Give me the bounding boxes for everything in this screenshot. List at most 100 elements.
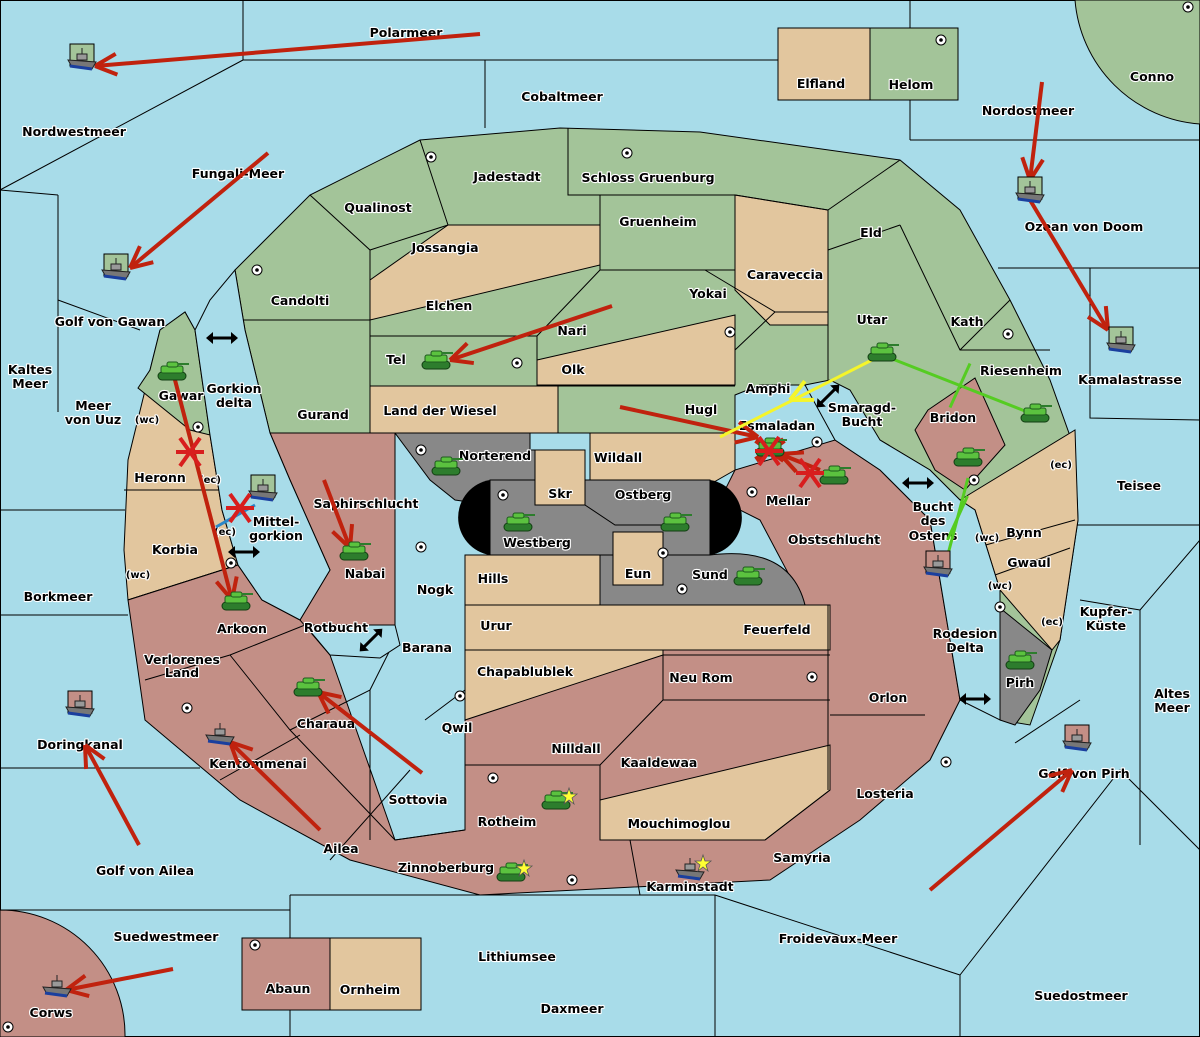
region-label: Kaaldewaa <box>621 755 698 770</box>
army-tank-icon[interactable] <box>339 541 371 561</box>
region-label: Helom <box>889 77 934 92</box>
fleet-ship-icon[interactable] <box>101 253 131 281</box>
region-labels: PolarmeerCobaltmeerNordwestmeerFungali-M… <box>7 24 1192 1021</box>
army-tank-icon[interactable] <box>293 677 325 697</box>
region-label: Gorkion <box>206 381 261 396</box>
region-label: Obstschlucht <box>788 532 880 547</box>
army-tank-icon[interactable] <box>221 591 253 611</box>
region-label: Meer <box>12 376 48 391</box>
region-label: Nordostmeer <box>982 103 1075 118</box>
region-label: Land <box>165 665 199 680</box>
region-label: Kaltes <box>8 362 52 377</box>
region-label: Jossangia <box>410 240 478 255</box>
region-eun[interactable] <box>612 531 664 586</box>
supply-center-icon <box>487 772 499 784</box>
region-label: Elchen <box>426 298 473 313</box>
army-tank-icon[interactable] <box>503 512 535 532</box>
region-label: Urur <box>480 618 512 633</box>
coast-label: (ec) <box>199 475 221 486</box>
coast-label: (wc) <box>126 570 150 581</box>
fleet-ship-icon[interactable] <box>923 550 953 578</box>
region-label: Kath <box>951 314 984 329</box>
army-tank-icon[interactable] <box>541 786 579 810</box>
army-tank-icon[interactable] <box>733 566 765 586</box>
failure-marks <box>176 435 824 524</box>
region-corws[interactable] <box>0 909 126 1037</box>
region-label: Corws <box>30 1005 73 1020</box>
east-capsule-end <box>710 480 742 555</box>
region-label: Rotbucht <box>304 620 368 635</box>
region-label: Nogk <box>417 582 454 597</box>
supply-center-icon <box>811 436 823 448</box>
army-tank-icon[interactable] <box>660 512 692 532</box>
double-arrow-icon <box>359 628 383 652</box>
region-label: Candolti <box>271 293 330 308</box>
army-tank-icon[interactable] <box>1020 403 1052 423</box>
region-label: Bucht <box>842 414 883 429</box>
army-tank-icon[interactable] <box>157 361 189 381</box>
region-label: Yokai <box>688 286 727 301</box>
fleet-ship-icon[interactable] <box>65 690 95 718</box>
region-label: Mouchimoglou <box>628 816 731 831</box>
supply-center-icon <box>181 702 193 714</box>
fleet-ship-icon[interactable] <box>1106 326 1136 354</box>
supply-center-icon <box>724 326 736 338</box>
army-tank-icon[interactable] <box>867 342 899 362</box>
fleet-ship-icon[interactable] <box>248 474 278 502</box>
region-label: Neu Rom <box>669 670 732 685</box>
fleet-ship-icon[interactable] <box>1015 176 1045 204</box>
fleet-ship-icon[interactable] <box>1062 724 1092 752</box>
order-support <box>719 358 873 439</box>
army-tank-icon[interactable] <box>421 350 453 370</box>
double-arrow-icon <box>816 384 840 408</box>
region-label: Chapablublek <box>477 664 574 679</box>
coast-label: (ec) <box>1041 617 1063 628</box>
supply-center-icon <box>676 583 688 595</box>
region-label: Olk <box>561 362 585 377</box>
region-label: Land der Wiesel <box>383 403 496 418</box>
region-label: Nilldall <box>551 741 600 756</box>
fleet-ship-icon[interactable] <box>205 723 235 746</box>
army-tank-icon[interactable] <box>431 456 463 476</box>
army-tank-icon[interactable] <box>496 858 534 882</box>
region-label: Golf von Gawan <box>55 314 166 329</box>
fleet-ship-icon[interactable] <box>42 975 72 998</box>
region-ornheim[interactable] <box>329 937 422 1011</box>
region-label: Bucht <box>913 499 954 514</box>
westberg-ostberg-border <box>584 504 663 526</box>
region-conno[interactable] <box>1074 0 1200 125</box>
bay-gorkion[interactable] <box>194 268 331 621</box>
region-label: Qwil <box>442 720 473 735</box>
coast-label: (wc) <box>135 415 159 426</box>
region-label: Eld <box>860 225 882 240</box>
bay-smaragd-ostens[interactable] <box>804 379 1001 721</box>
order-move <box>448 304 613 366</box>
double-arrow-icon <box>902 477 934 489</box>
star-icon <box>559 786 579 806</box>
failed-order-x-icon <box>176 436 204 468</box>
region-label: Lithiumsee <box>478 949 556 964</box>
region-label: Bridon <box>930 410 976 425</box>
region-label: Elfland <box>797 76 845 91</box>
region-label: Esmaladan <box>739 418 815 433</box>
coast-label: (wc) <box>975 533 999 544</box>
region-elfland[interactable] <box>777 27 871 101</box>
region-label: Qualinost <box>344 200 411 215</box>
army-tank-icon[interactable] <box>1005 650 1037 670</box>
south-borders <box>144 605 925 896</box>
region-label: Daxmeer <box>540 1001 604 1016</box>
army-tank-icon[interactable] <box>953 447 985 467</box>
region-label: Delta <box>946 640 984 655</box>
region-label: Froidevaux-Meer <box>779 931 898 946</box>
fleet-ship-icon[interactable] <box>67 43 97 71</box>
order-move <box>128 151 270 270</box>
army-tank-icon[interactable] <box>819 465 851 485</box>
region-label: Mellar <box>766 493 811 508</box>
region-label: Borkmeer <box>24 589 94 604</box>
region-label: Hills <box>478 571 509 586</box>
region-label: Rotheim <box>478 814 537 829</box>
fleet-ship-icon[interactable] <box>675 853 713 881</box>
double-arrow-icon <box>206 332 238 344</box>
region-label: Westberg <box>503 535 571 550</box>
